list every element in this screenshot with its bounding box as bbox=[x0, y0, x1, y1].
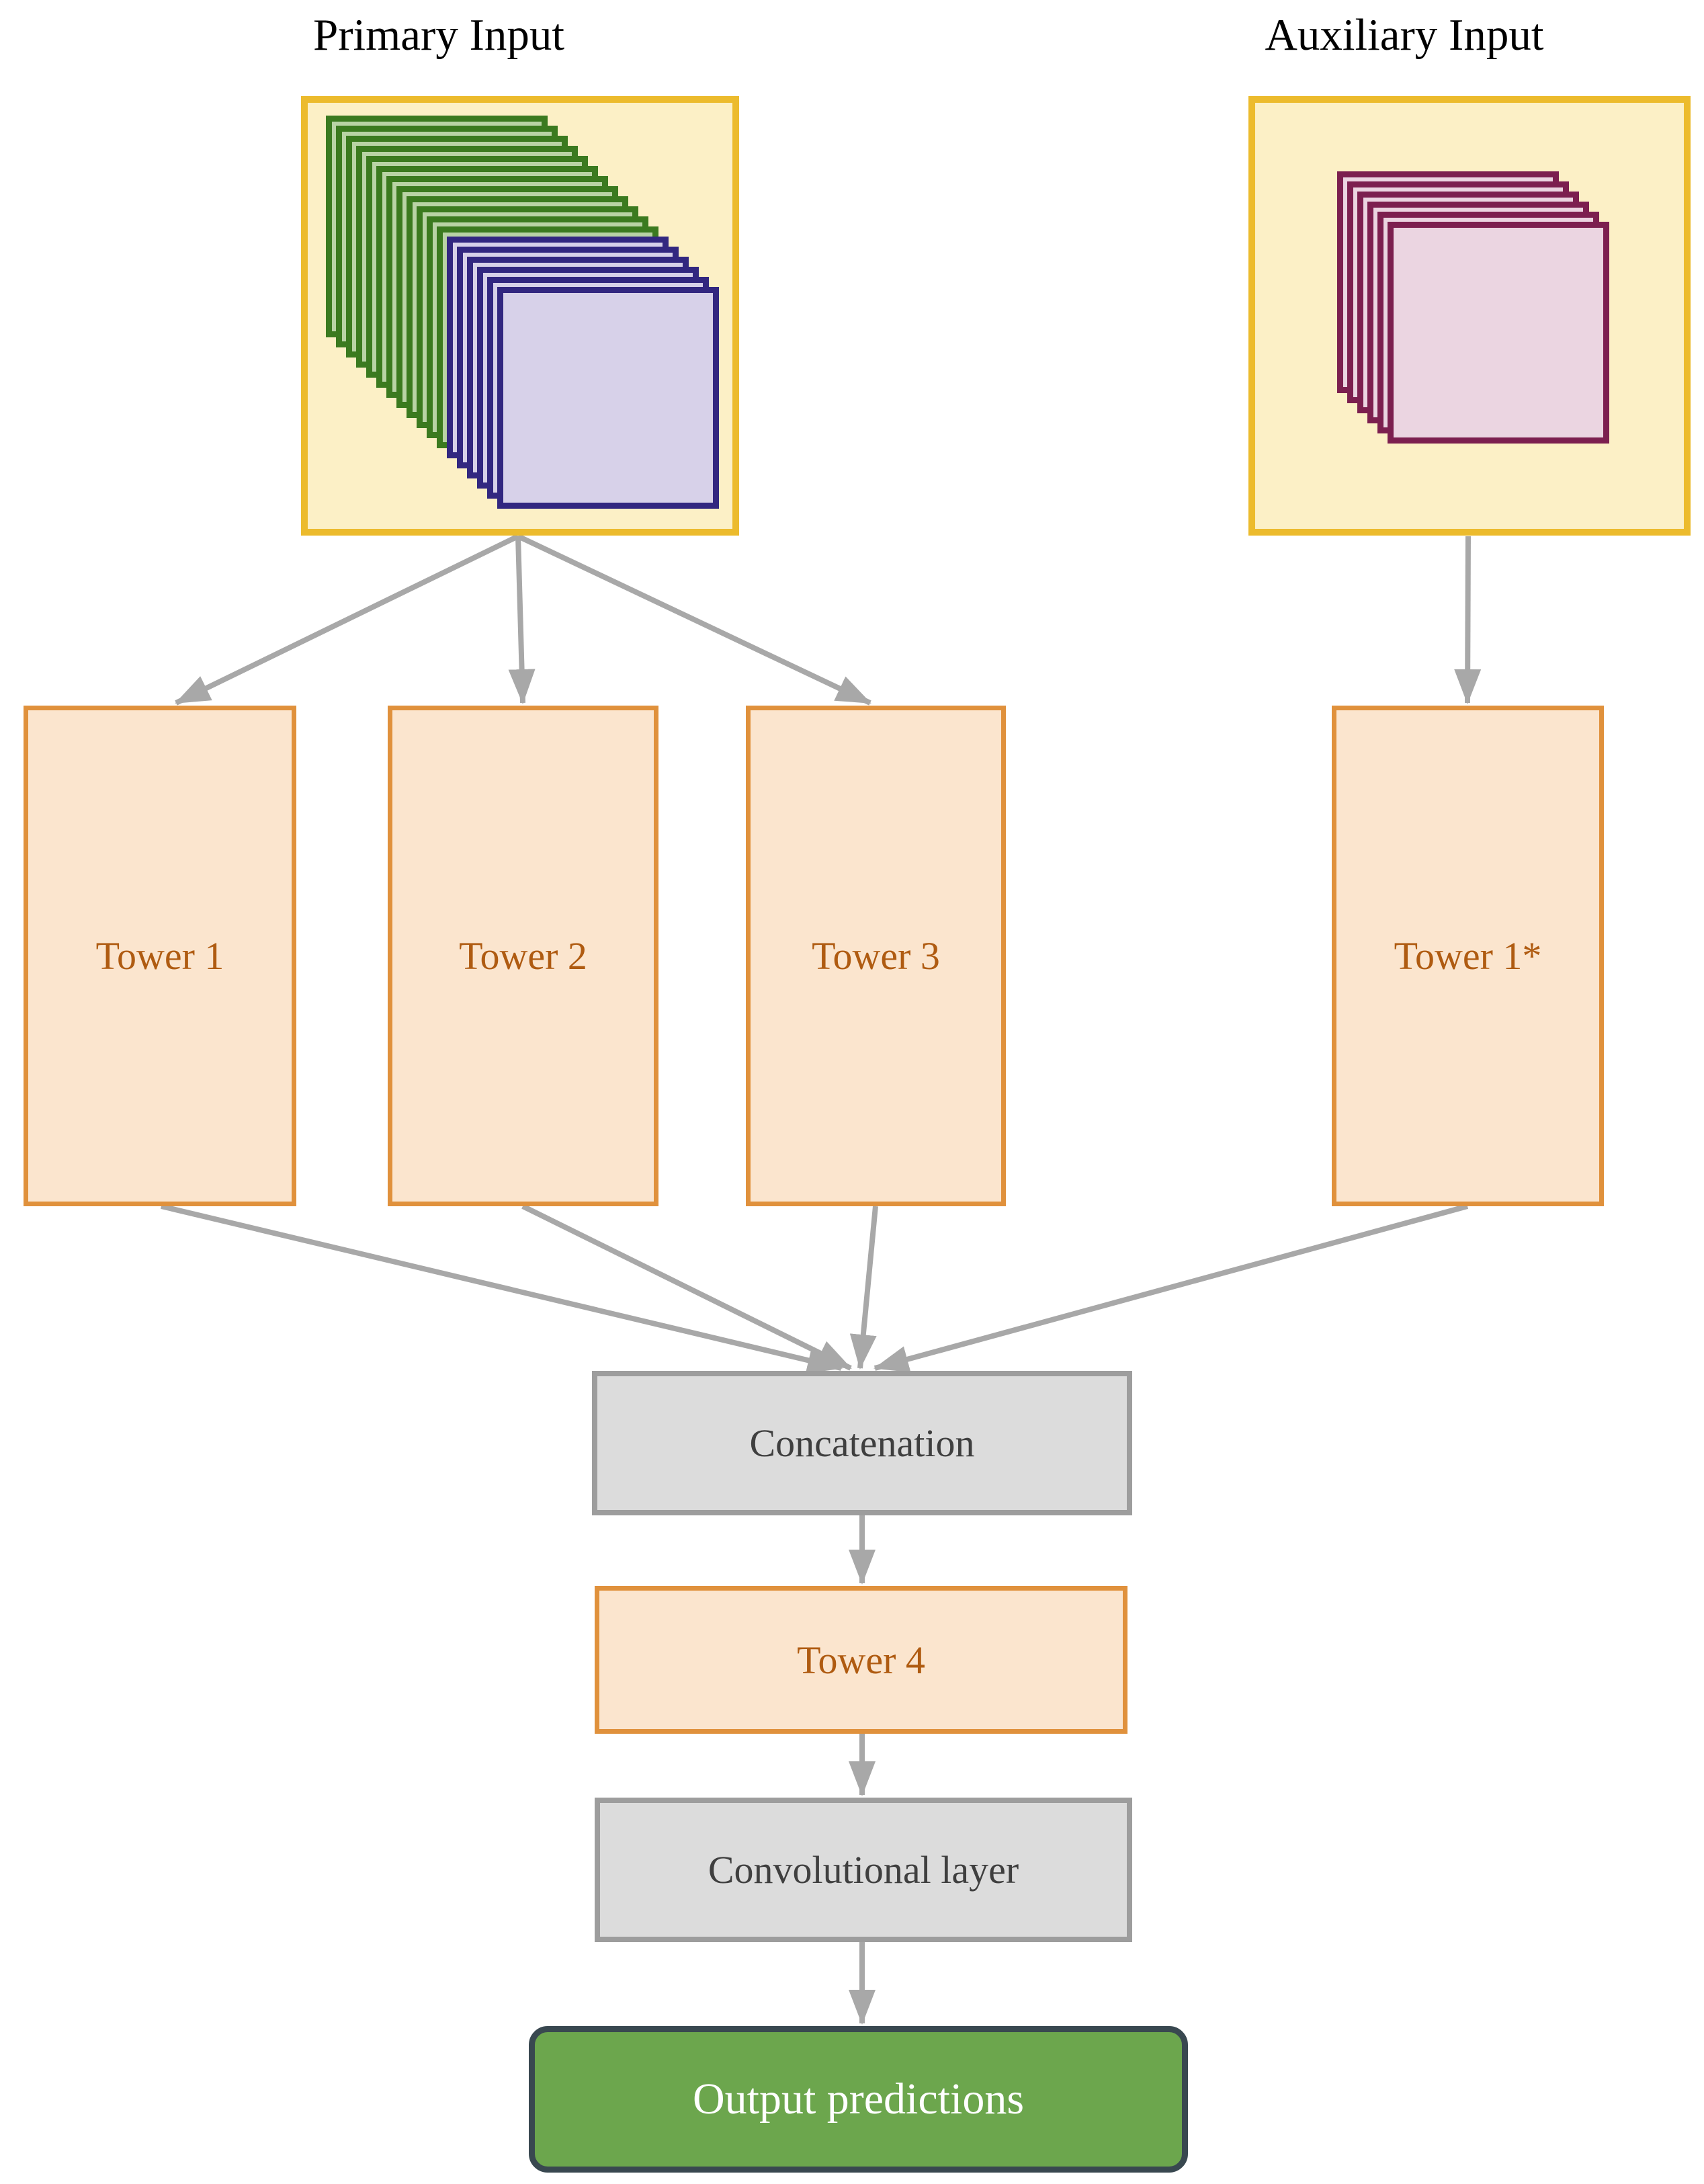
node-convolutional-layer: Convolutional layer bbox=[595, 1798, 1132, 1942]
node-tower1-star: Tower 1* bbox=[1332, 706, 1604, 1206]
arrow-primary-to-tower2 bbox=[508, 536, 536, 704]
node-tower1-star-label: Tower 1* bbox=[1394, 934, 1542, 978]
arrow-tower3-to-concatenation bbox=[849, 1206, 878, 1370]
node-convolutional-layer-label: Convolutional layer bbox=[708, 1848, 1019, 1892]
auxiliary-input-title: Auxiliary Input bbox=[1265, 10, 1544, 60]
arrow-primary-to-tower1 bbox=[175, 534, 519, 706]
node-output-predictions: Output predictions bbox=[529, 2026, 1188, 2173]
purple-feature-map bbox=[497, 287, 719, 509]
node-concatenation-label: Concatenation bbox=[749, 1421, 975, 1465]
node-tower4-label: Tower 4 bbox=[797, 1638, 925, 1682]
node-tower1-label: Tower 1 bbox=[95, 934, 224, 978]
pink-feature-map bbox=[1388, 222, 1609, 444]
node-tower2: Tower 2 bbox=[388, 706, 658, 1206]
arrow-tower1-to-concatenation bbox=[161, 1204, 843, 1374]
node-output-predictions-label: Output predictions bbox=[692, 2074, 1025, 2124]
primary-input-box bbox=[301, 96, 739, 536]
node-tower3: Tower 3 bbox=[746, 706, 1006, 1206]
node-tower4: Tower 4 bbox=[595, 1586, 1127, 1734]
primary-input-title: Primary Input bbox=[312, 10, 565, 60]
arrow-tower1star-to-concatenation bbox=[874, 1204, 1469, 1373]
node-tower1: Tower 1 bbox=[24, 706, 296, 1206]
arrow-primary-to-tower3 bbox=[517, 534, 871, 706]
node-tower2-label: Tower 2 bbox=[459, 934, 587, 978]
auxiliary-input-box bbox=[1248, 96, 1691, 536]
arrow-auxiliary-to-tower1star bbox=[1454, 536, 1482, 704]
node-tower3-label: Tower 3 bbox=[812, 934, 940, 978]
arrow-tower2-to-concatenation bbox=[521, 1204, 852, 1371]
node-concatenation: Concatenation bbox=[592, 1371, 1132, 1515]
